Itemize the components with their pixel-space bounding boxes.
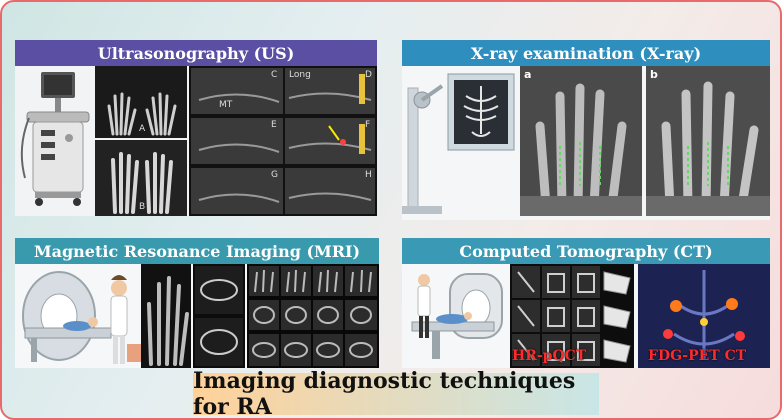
ct-label-pet: FDG-PET CT	[648, 348, 747, 364]
us-scan-label-mt: MT	[219, 100, 233, 110]
xray-panel: X-ray examination (X-ray)	[402, 40, 770, 220]
mri-panel: Magnetic Resonance Imaging (MRI)	[15, 238, 379, 368]
xray-hand-image-b: b	[646, 66, 770, 216]
xray-label-a: a	[524, 68, 532, 81]
us-panel: Ultrasonography (US)	[15, 40, 377, 216]
us-scan-label-g: G	[271, 170, 278, 180]
mri-hand-scan	[141, 264, 191, 368]
ultrasound-machine-illustration	[20, 72, 90, 206]
mri-panel-title: Magnetic Resonance Imaging (MRI)	[15, 238, 379, 264]
us-hand-image: A	[95, 66, 187, 138]
ct-panel-body: HR-pQCT FDG-PET CT	[402, 264, 770, 368]
xray-machine-illustration	[402, 73, 515, 214]
mri-cross-sections	[193, 264, 245, 368]
figure-caption: Imaging diagnostic techniques for RA	[193, 368, 599, 418]
xray-hand-image-a: a	[520, 66, 642, 216]
xray-panel-title: X-ray examination (X-ray)	[402, 40, 770, 66]
us-scan-label-f: F	[365, 120, 371, 130]
us-scan-label-long: Long	[289, 70, 311, 80]
us-image-label-b: B	[139, 202, 146, 212]
ct-pet-image: FDG-PET CT	[638, 264, 770, 368]
ct-panel: Computed Tomography (CT)	[402, 238, 770, 368]
ct-panel-title: Computed Tomography (CT)	[402, 238, 770, 264]
ct-hrpqct-grid: HR-pQCT	[510, 264, 634, 368]
us-image-label-a: A	[139, 124, 146, 134]
us-foot-image: B	[95, 140, 187, 216]
us-scan-label-c: C	[271, 70, 278, 80]
xray-panel-body: a b	[402, 66, 770, 220]
xray-label-b: b	[650, 68, 658, 81]
mri-scanner-illustration	[22, 271, 141, 364]
us-panel-body: A B	[15, 66, 377, 216]
ct-scanner-illustration	[411, 273, 503, 359]
mri-scan-grid	[247, 264, 379, 368]
ct-label-hrpqct: HR-pQCT	[512, 348, 587, 364]
us-scan-grid: C D E F G H Long MT	[189, 66, 377, 216]
us-scan-label-e: E	[271, 120, 277, 130]
us-panel-title: Ultrasonography (US)	[15, 40, 377, 66]
us-scan-label-d: D	[365, 70, 372, 80]
us-scan-label-h: H	[365, 170, 372, 180]
mri-panel-body	[15, 264, 379, 368]
